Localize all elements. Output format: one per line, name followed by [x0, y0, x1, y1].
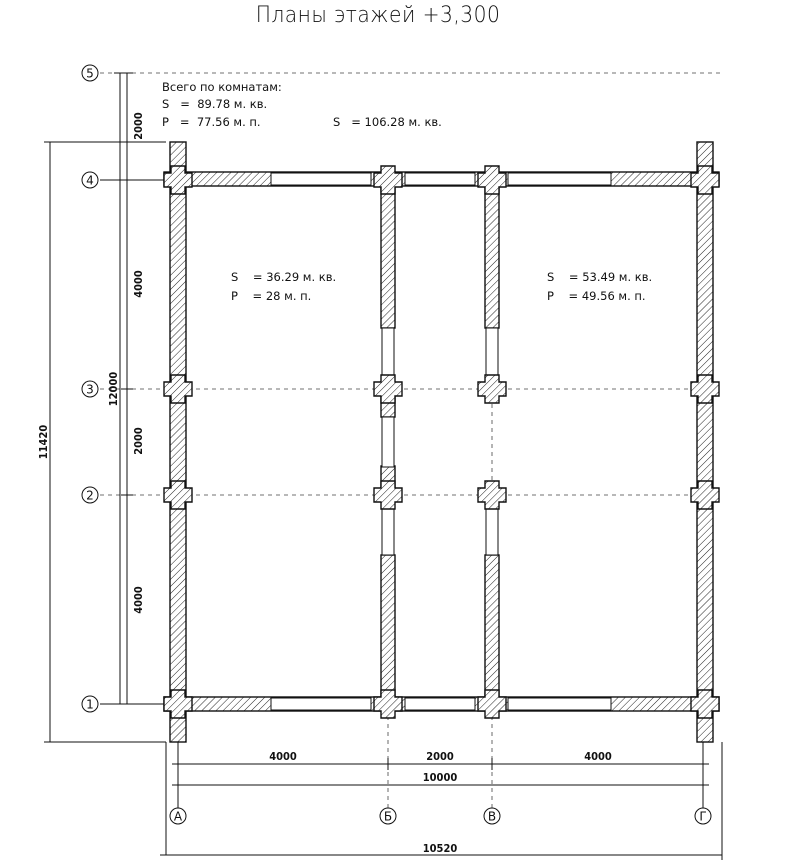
axis-label-4: 4: [86, 174, 94, 188]
wall-junctions: [163, 165, 720, 719]
axis-marker-2: [81, 486, 99, 504]
wall-junction-10: [477, 480, 507, 510]
wall-junction-7: [690, 374, 720, 404]
window-top-3: [507, 172, 612, 186]
room-left-perimeter: P = 28 м. п.: [231, 289, 311, 303]
window-bottom-2: [404, 697, 476, 711]
axis-label-1: 1: [86, 698, 94, 712]
row-axis-markers: 5 4 3 2 1: [81, 64, 99, 713]
axis-marker-g: [694, 807, 712, 825]
wall-junction-9: [373, 480, 403, 510]
dim-seg-3: 2000: [132, 427, 145, 455]
wall-b-upper: [380, 171, 396, 329]
dim-seg-4: 4000: [132, 586, 145, 614]
wall-junction-3: [690, 165, 720, 195]
axis-marker-5: [81, 64, 99, 82]
wall-v-lower: [484, 554, 500, 706]
opening-b-3: [381, 504, 395, 556]
plan-title: Планы этажей +3,300: [255, 3, 501, 28]
axis-marker-b: [379, 807, 397, 825]
summary-notes: Всего по комнатам: S = 89.78 м. кв. P = …: [162, 80, 442, 129]
dim-bottom-seg-2: 2000: [426, 750, 454, 763]
wall-junction-2: [477, 165, 507, 195]
axis-label-3: 3: [86, 383, 94, 397]
axis-marker-4: [81, 171, 99, 189]
bottom-dimensions: 4000 2000 4000 10000 10520: [160, 742, 723, 860]
column-axis-markers: А Б В Г: [169, 807, 712, 825]
wall-junction-12: [163, 689, 193, 719]
opening-v-1: [485, 327, 499, 379]
room-right-perimeter: P = 49.56 м. п.: [547, 289, 646, 303]
wall-junction-11: [690, 480, 720, 510]
wall-junction-5: [373, 374, 403, 404]
opening-b-1: [381, 327, 395, 379]
axis-marker-v: [483, 807, 501, 825]
wall-right: [696, 141, 714, 743]
summary-area: S = 89.78 м. кв.: [162, 97, 267, 111]
axis-label-v: В: [488, 810, 496, 824]
window-top-2: [404, 172, 476, 186]
summary-perimeter: P = 77.56 м. п.: [162, 115, 261, 129]
wall-junction-14: [477, 689, 507, 719]
summary-area-2: S = 106.28 м. кв.: [333, 115, 442, 129]
axis-label-b: Б: [384, 810, 392, 824]
summary-header: Всего по комнатам:: [162, 80, 282, 94]
wall-junction-8: [163, 480, 193, 510]
walls: [163, 141, 720, 743]
wall-junction-0: [163, 165, 193, 195]
wall-junction-13: [373, 689, 403, 719]
dim-bottom-total: 10000: [423, 771, 458, 784]
axis-marker-a: [169, 807, 187, 825]
wall-junction-4: [163, 374, 193, 404]
window-top-1: [270, 172, 372, 186]
window-bottom-3: [507, 697, 612, 711]
wall-left: [169, 141, 187, 743]
window-bottom-1: [270, 697, 372, 711]
dim-seg-1: 2000: [132, 112, 145, 140]
left-dimensions: 11420 12000 2000 4000 2000 4000: [37, 72, 167, 855]
wall-junction-6: [477, 374, 507, 404]
wall-junction-15: [690, 689, 720, 719]
axis-marker-3: [81, 380, 99, 398]
axis-label-g: Г: [699, 810, 706, 824]
dim-bottom-seg-3: 4000: [584, 750, 612, 763]
wall-b-lower: [380, 554, 396, 706]
dim-total-height: 12000: [107, 372, 120, 407]
axis-label-a: А: [174, 810, 183, 824]
room-labels: S = 36.29 м. кв. P = 28 м. п. S = 53.49 …: [231, 270, 652, 303]
wall-junction-1: [373, 165, 403, 195]
room-left-area: S = 36.29 м. кв.: [231, 270, 336, 284]
wall-v-upper: [484, 171, 500, 329]
dim-outer-height: 11420: [37, 425, 50, 460]
opening-b-2: [381, 416, 395, 468]
axis-marker-1: [81, 695, 99, 713]
axis-label-2: 2: [86, 489, 94, 503]
dim-bottom-outer: 10520: [423, 842, 458, 855]
dim-seg-2: 4000: [132, 270, 145, 298]
dim-bottom-seg-1: 4000: [269, 750, 297, 763]
room-right-area: S = 53.49 м. кв.: [547, 270, 652, 284]
opening-v-2: [485, 504, 499, 556]
axis-label-5: 5: [86, 67, 94, 81]
